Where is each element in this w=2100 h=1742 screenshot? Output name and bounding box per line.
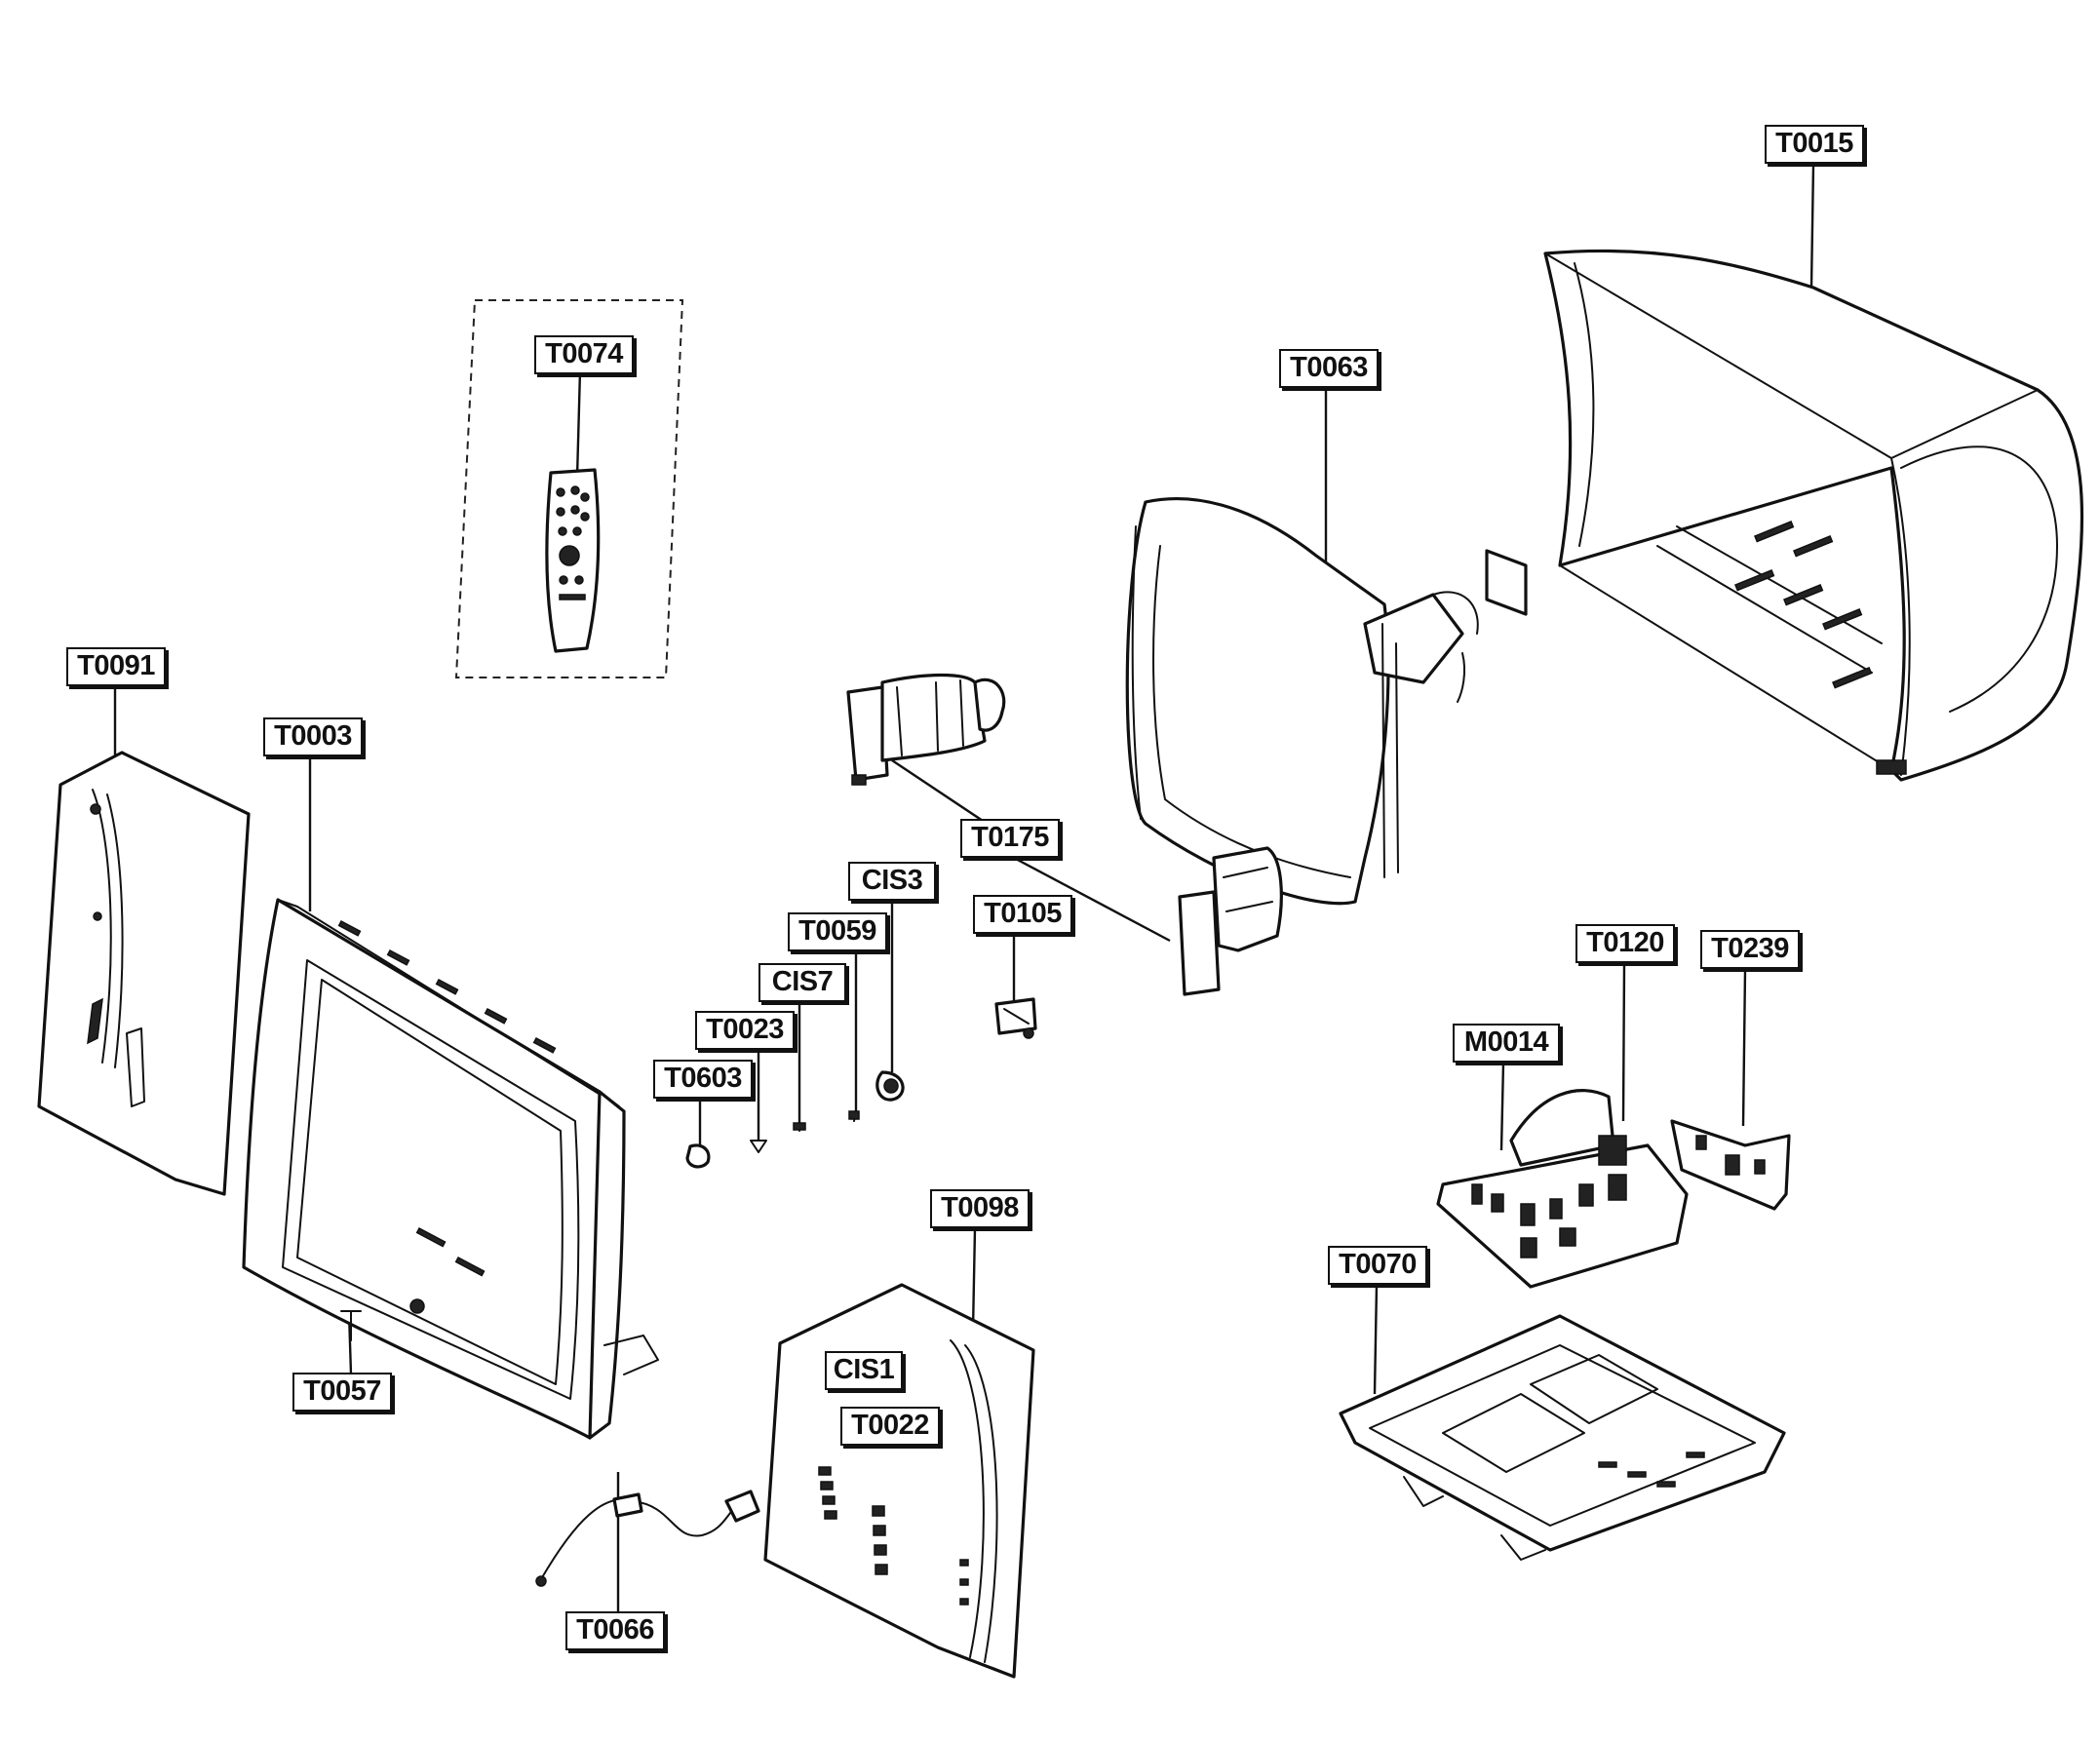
small-connector-part bbox=[994, 997, 1037, 1039]
leader-lines bbox=[113, 163, 1815, 1611]
callout-t0603: T0603 bbox=[653, 1060, 753, 1099]
callout-t0239: T0239 bbox=[1700, 930, 1800, 969]
left-side-panel bbox=[37, 751, 251, 1196]
callout-t0105: T0105 bbox=[973, 895, 1072, 934]
callout-t0175: T0175 bbox=[960, 819, 1060, 858]
front-bezel bbox=[242, 898, 659, 1440]
callout-t0070: T0070 bbox=[1328, 1246, 1427, 1285]
callout-cis3: CIS3 bbox=[848, 862, 936, 901]
callout-t0022: T0022 bbox=[840, 1407, 940, 1446]
callout-t0098: T0098 bbox=[930, 1189, 1030, 1228]
screws-and-clips bbox=[685, 1070, 905, 1169]
main-circuit-board bbox=[1436, 1089, 1791, 1289]
chassis-tray bbox=[1339, 1314, 1786, 1561]
callout-t0059: T0059 bbox=[788, 912, 887, 951]
callout-t0120: T0120 bbox=[1575, 924, 1675, 963]
callout-cis1: CIS1 bbox=[825, 1351, 903, 1390]
power-cord bbox=[535, 1490, 760, 1587]
callout-m0014: M0014 bbox=[1453, 1024, 1560, 1063]
callout-t0023: T0023 bbox=[695, 1011, 795, 1050]
callout-t0074: T0074 bbox=[534, 335, 634, 374]
callout-t0015: T0015 bbox=[1765, 125, 1864, 164]
remote-control-box bbox=[454, 299, 684, 678]
callout-t0063: T0063 bbox=[1279, 349, 1379, 388]
callout-t0091: T0091 bbox=[66, 647, 166, 686]
picture-tube bbox=[1125, 496, 1528, 906]
callout-t0003: T0003 bbox=[263, 717, 363, 756]
callout-t0066: T0066 bbox=[565, 1611, 665, 1650]
callout-t0057: T0057 bbox=[292, 1373, 392, 1412]
deflection-yoke bbox=[846, 673, 1283, 996]
callout-cis7: CIS7 bbox=[758, 963, 846, 1002]
back-cabinet bbox=[1543, 249, 2084, 782]
bezel-screw bbox=[340, 1310, 362, 1341]
right-side-panel bbox=[763, 1283, 1035, 1679]
